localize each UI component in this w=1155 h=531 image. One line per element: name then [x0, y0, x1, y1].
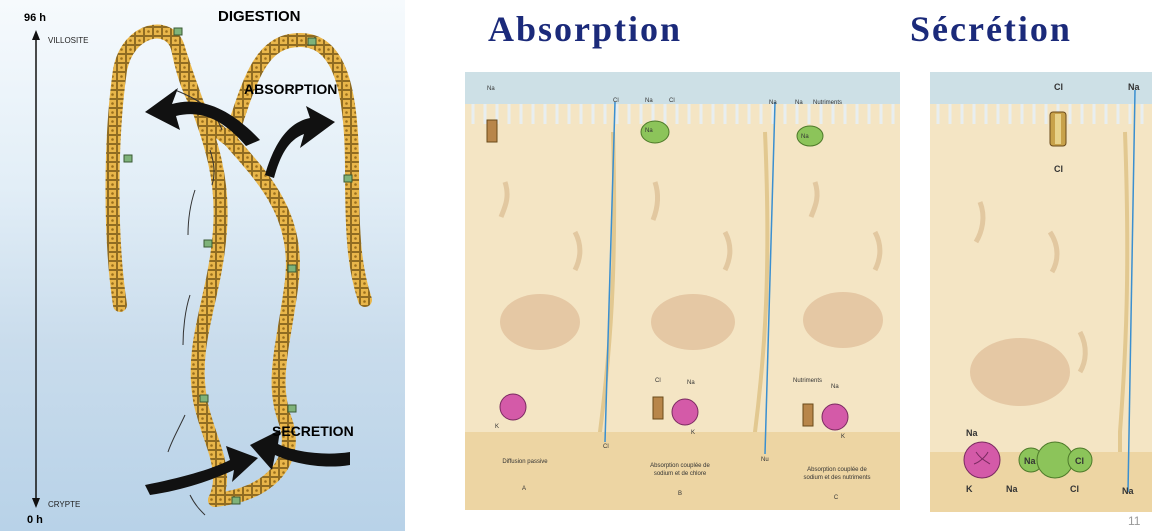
secretion-title: Sécrétion: [910, 8, 1072, 50]
secretion-cell-graphic: [930, 72, 1152, 512]
absorption-ion-label: Na: [645, 128, 653, 134]
absorption-ion-label: Cl: [655, 378, 661, 384]
absorption-ion-label: Nu: [761, 457, 769, 463]
caption-sodium-chloride: Absorption couplée de sodium et de chlor…: [645, 462, 715, 478]
absorption-ion-label: Na: [487, 86, 495, 92]
caption-letter-a: A: [517, 485, 531, 493]
slide-number: 11: [1128, 514, 1140, 528]
secretion-top-label: Cl: [1054, 82, 1063, 92]
absorption-ion-label: Na: [769, 100, 777, 106]
absorption-ion-label: Na: [801, 134, 809, 140]
villus-label: VILLOSITE: [48, 36, 88, 45]
secretion-bottom-label: K: [966, 484, 973, 494]
absorption-ion-label: K: [691, 430, 695, 436]
secretion-bottom-label: Na: [1024, 456, 1036, 466]
absorption-ion-label: Na: [687, 380, 695, 386]
absorption-cell-panel: Na Cl Na Cl Na Na Nutriments Na Na K Cl …: [465, 72, 900, 510]
absorption-ion-label: Nutriments: [813, 100, 842, 106]
absorption-ion-label: Cl: [613, 98, 619, 104]
villus-diagram-graphic: [0, 0, 405, 531]
villus-crypt-diagram: 96 h VILLOSITE CRYPTE 0 h DIGESTION ABSO…: [0, 0, 405, 531]
caption-letter-c: C: [829, 494, 843, 502]
absorption-ion-label: Na: [795, 100, 803, 106]
absorption-label: ABSORPTION: [244, 81, 337, 97]
absorption-ion-label: Nutriments: [793, 378, 822, 384]
secretion-label: SECRETION: [272, 423, 354, 439]
absorption-title: Absorption: [488, 8, 682, 50]
secretion-top-label: Cl: [1054, 164, 1063, 174]
caption-passive-diffusion: Diffusion passive: [495, 458, 555, 466]
absorption-cells-graphic: [465, 72, 900, 510]
absorption-ion-label: K: [841, 434, 845, 440]
caption-letter-b: B: [673, 490, 687, 498]
digestion-label: DIGESTION: [218, 8, 301, 25]
absorption-ion-label: Na: [831, 384, 839, 390]
secretion-bottom-label: Na: [966, 428, 978, 438]
time-top-label: 96 h: [24, 12, 46, 24]
caption-sodium-nutrients: Absorption couplée de sodium et des nutr…: [801, 466, 873, 482]
secretion-bottom-label: Na: [1006, 484, 1018, 494]
time-bottom-label: 0 h: [27, 514, 43, 526]
absorption-ion-label: Cl: [669, 98, 675, 104]
secretion-cell-panel: Cl Na Cl Na K Na Na Cl Cl Na: [930, 72, 1152, 512]
secretion-bottom-label: Cl: [1075, 456, 1084, 466]
secretion-bottom-label: Cl: [1070, 484, 1079, 494]
crypt-label: CRYPTE: [48, 500, 80, 509]
absorption-ion-label: Cl: [603, 444, 609, 450]
secretion-bottom-label: Na: [1122, 486, 1134, 496]
absorption-ion-label: Na: [645, 98, 653, 104]
absorption-ion-label: K: [495, 424, 499, 430]
secretion-top-label: Na: [1128, 82, 1140, 92]
